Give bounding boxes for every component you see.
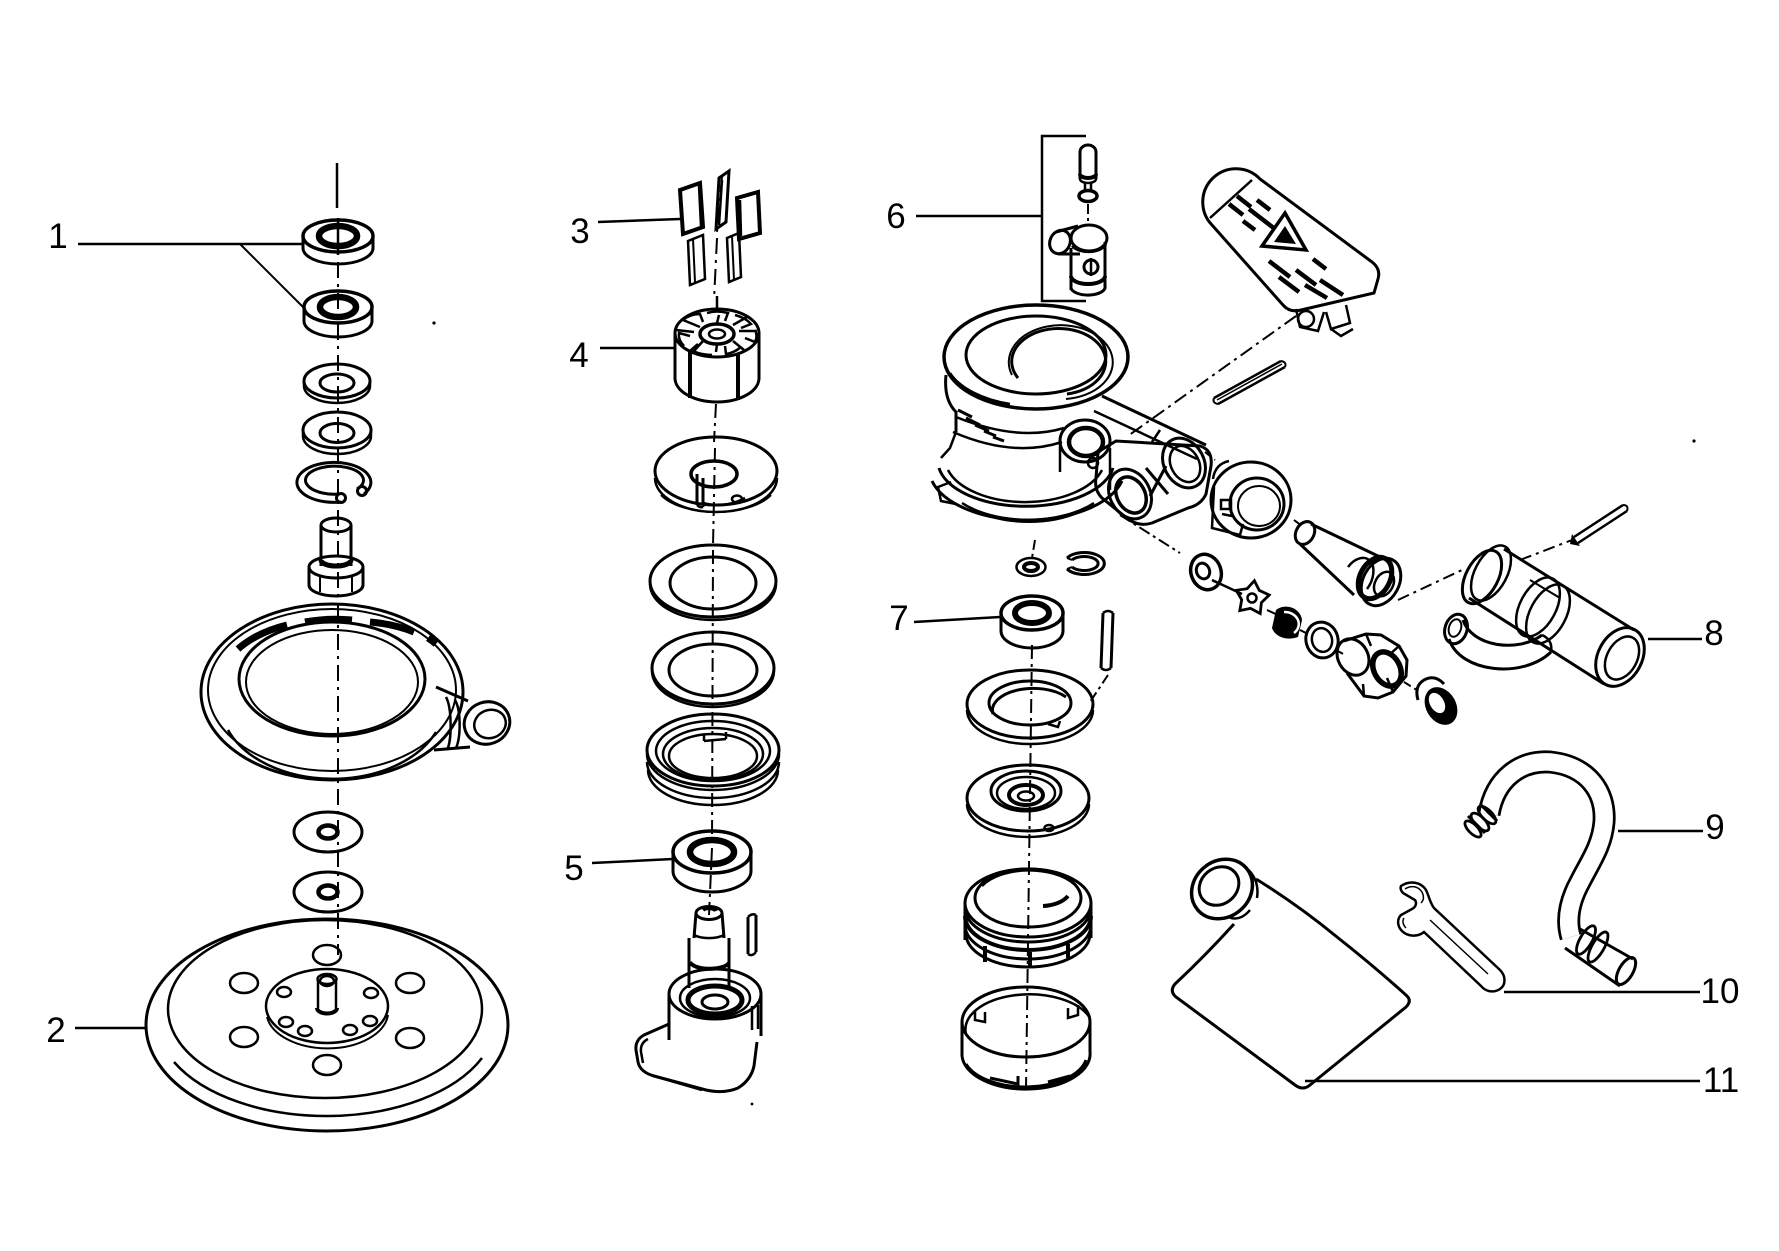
svg-text:6: 6 (886, 197, 905, 236)
svg-text:7: 7 (889, 599, 908, 638)
svg-text:4: 4 (569, 336, 588, 375)
svg-text:10: 10 (1701, 972, 1740, 1011)
svg-text:8: 8 (1704, 614, 1723, 653)
svg-text:9: 9 (1705, 808, 1724, 847)
svg-text:3: 3 (570, 212, 589, 251)
svg-text:11: 11 (1703, 1061, 1739, 1100)
svg-text:5: 5 (564, 849, 583, 888)
svg-text:2: 2 (46, 1011, 65, 1050)
svg-text:1: 1 (48, 217, 67, 256)
